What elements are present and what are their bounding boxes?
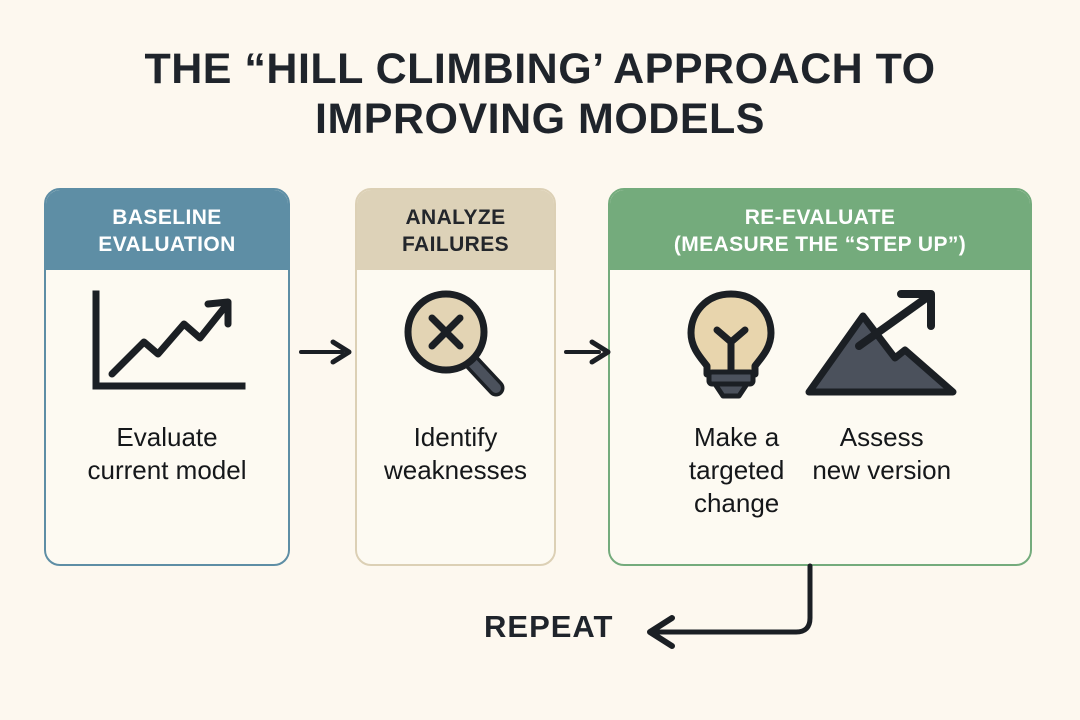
- card-analyze-caption: Identify weaknesses: [384, 421, 527, 487]
- repeat-label: REPEAT: [484, 609, 614, 644]
- card-analyze-header-line-2: FAILURES: [401, 233, 510, 256]
- caption-line-3: change: [693, 488, 780, 518]
- card-baseline-header: BASELINE EVALUATION: [46, 190, 288, 270]
- card-analyze-icon-row: [396, 290, 516, 405]
- page-title: THE “HILL CLIMBING’ APPROACH TO IMPROVIN…: [0, 44, 1080, 144]
- card-reevaluate-icon-row: [679, 290, 961, 405]
- card-analyze-header: ANALYZE FAILURES: [357, 190, 554, 270]
- card-baseline-caption: Evaluate current model: [88, 421, 247, 487]
- card-baseline-evaluation: BASELINE EVALUATION Evaluate current mod…: [44, 188, 290, 566]
- title-line-1: THE “HILL CLIMBING’ APPROACH TO: [144, 45, 936, 93]
- arrow-right-baseline-to-analyze: [299, 339, 352, 365]
- line-chart-rising-icon: [82, 288, 252, 405]
- card-reevaluate-caption-row: Make a targeted change Assess new versio…: [610, 421, 1030, 520]
- title-line-2: IMPROVING MODELS: [315, 95, 765, 143]
- card-re-evaluate: RE-EVALUATE (MEASURE THE “STEP UP”): [608, 188, 1032, 566]
- caption-line-1: Assess: [839, 422, 924, 452]
- caption-line-2: targeted: [688, 455, 785, 485]
- card-baseline-header-line-1: BASELINE: [112, 206, 222, 229]
- card-baseline-icon-row: [82, 290, 252, 405]
- card-reevaluate-caption-assess: Assess new version: [812, 421, 951, 520]
- caption-line-2: new version: [812, 455, 952, 485]
- arrow-right-analyze-to-reevaluate: [564, 339, 611, 365]
- card-baseline-body: Evaluate current model: [46, 270, 288, 564]
- card-reevaluate-caption-make-change: Make a targeted change: [689, 421, 784, 520]
- caption-line-1: Identify: [413, 422, 498, 452]
- lightbulb-icon: [679, 286, 783, 405]
- card-reevaluate-header-line-2: (MEASURE THE “STEP UP”): [673, 233, 967, 256]
- caption-line-1: Evaluate: [116, 422, 218, 452]
- card-analyze-failures: ANALYZE FAILURES Identify weaknesses: [355, 188, 556, 566]
- card-baseline-header-line-2: EVALUATION: [98, 233, 236, 256]
- caption-line-2: weaknesses: [383, 455, 528, 485]
- card-reevaluate-header: RE-EVALUATE (MEASURE THE “STEP UP”): [610, 190, 1030, 270]
- card-baseline-caption-row: Evaluate current model: [46, 421, 288, 487]
- mountain-arrow-icon: [801, 286, 961, 405]
- card-reevaluate-header-line-1: RE-EVALUATE: [744, 206, 896, 229]
- caption-line-2: current model: [87, 455, 247, 485]
- caption-line-1: Make a: [693, 422, 780, 452]
- magnifier-x-icon: [396, 284, 516, 405]
- card-reevaluate-body: Make a targeted change Assess new versio…: [610, 270, 1030, 564]
- card-analyze-body: Identify weaknesses: [357, 270, 554, 564]
- card-analyze-caption-row: Identify weaknesses: [357, 421, 554, 487]
- card-analyze-header-line-1: ANALYZE: [405, 206, 506, 229]
- feedback-loop-arrow-left: [647, 563, 813, 649]
